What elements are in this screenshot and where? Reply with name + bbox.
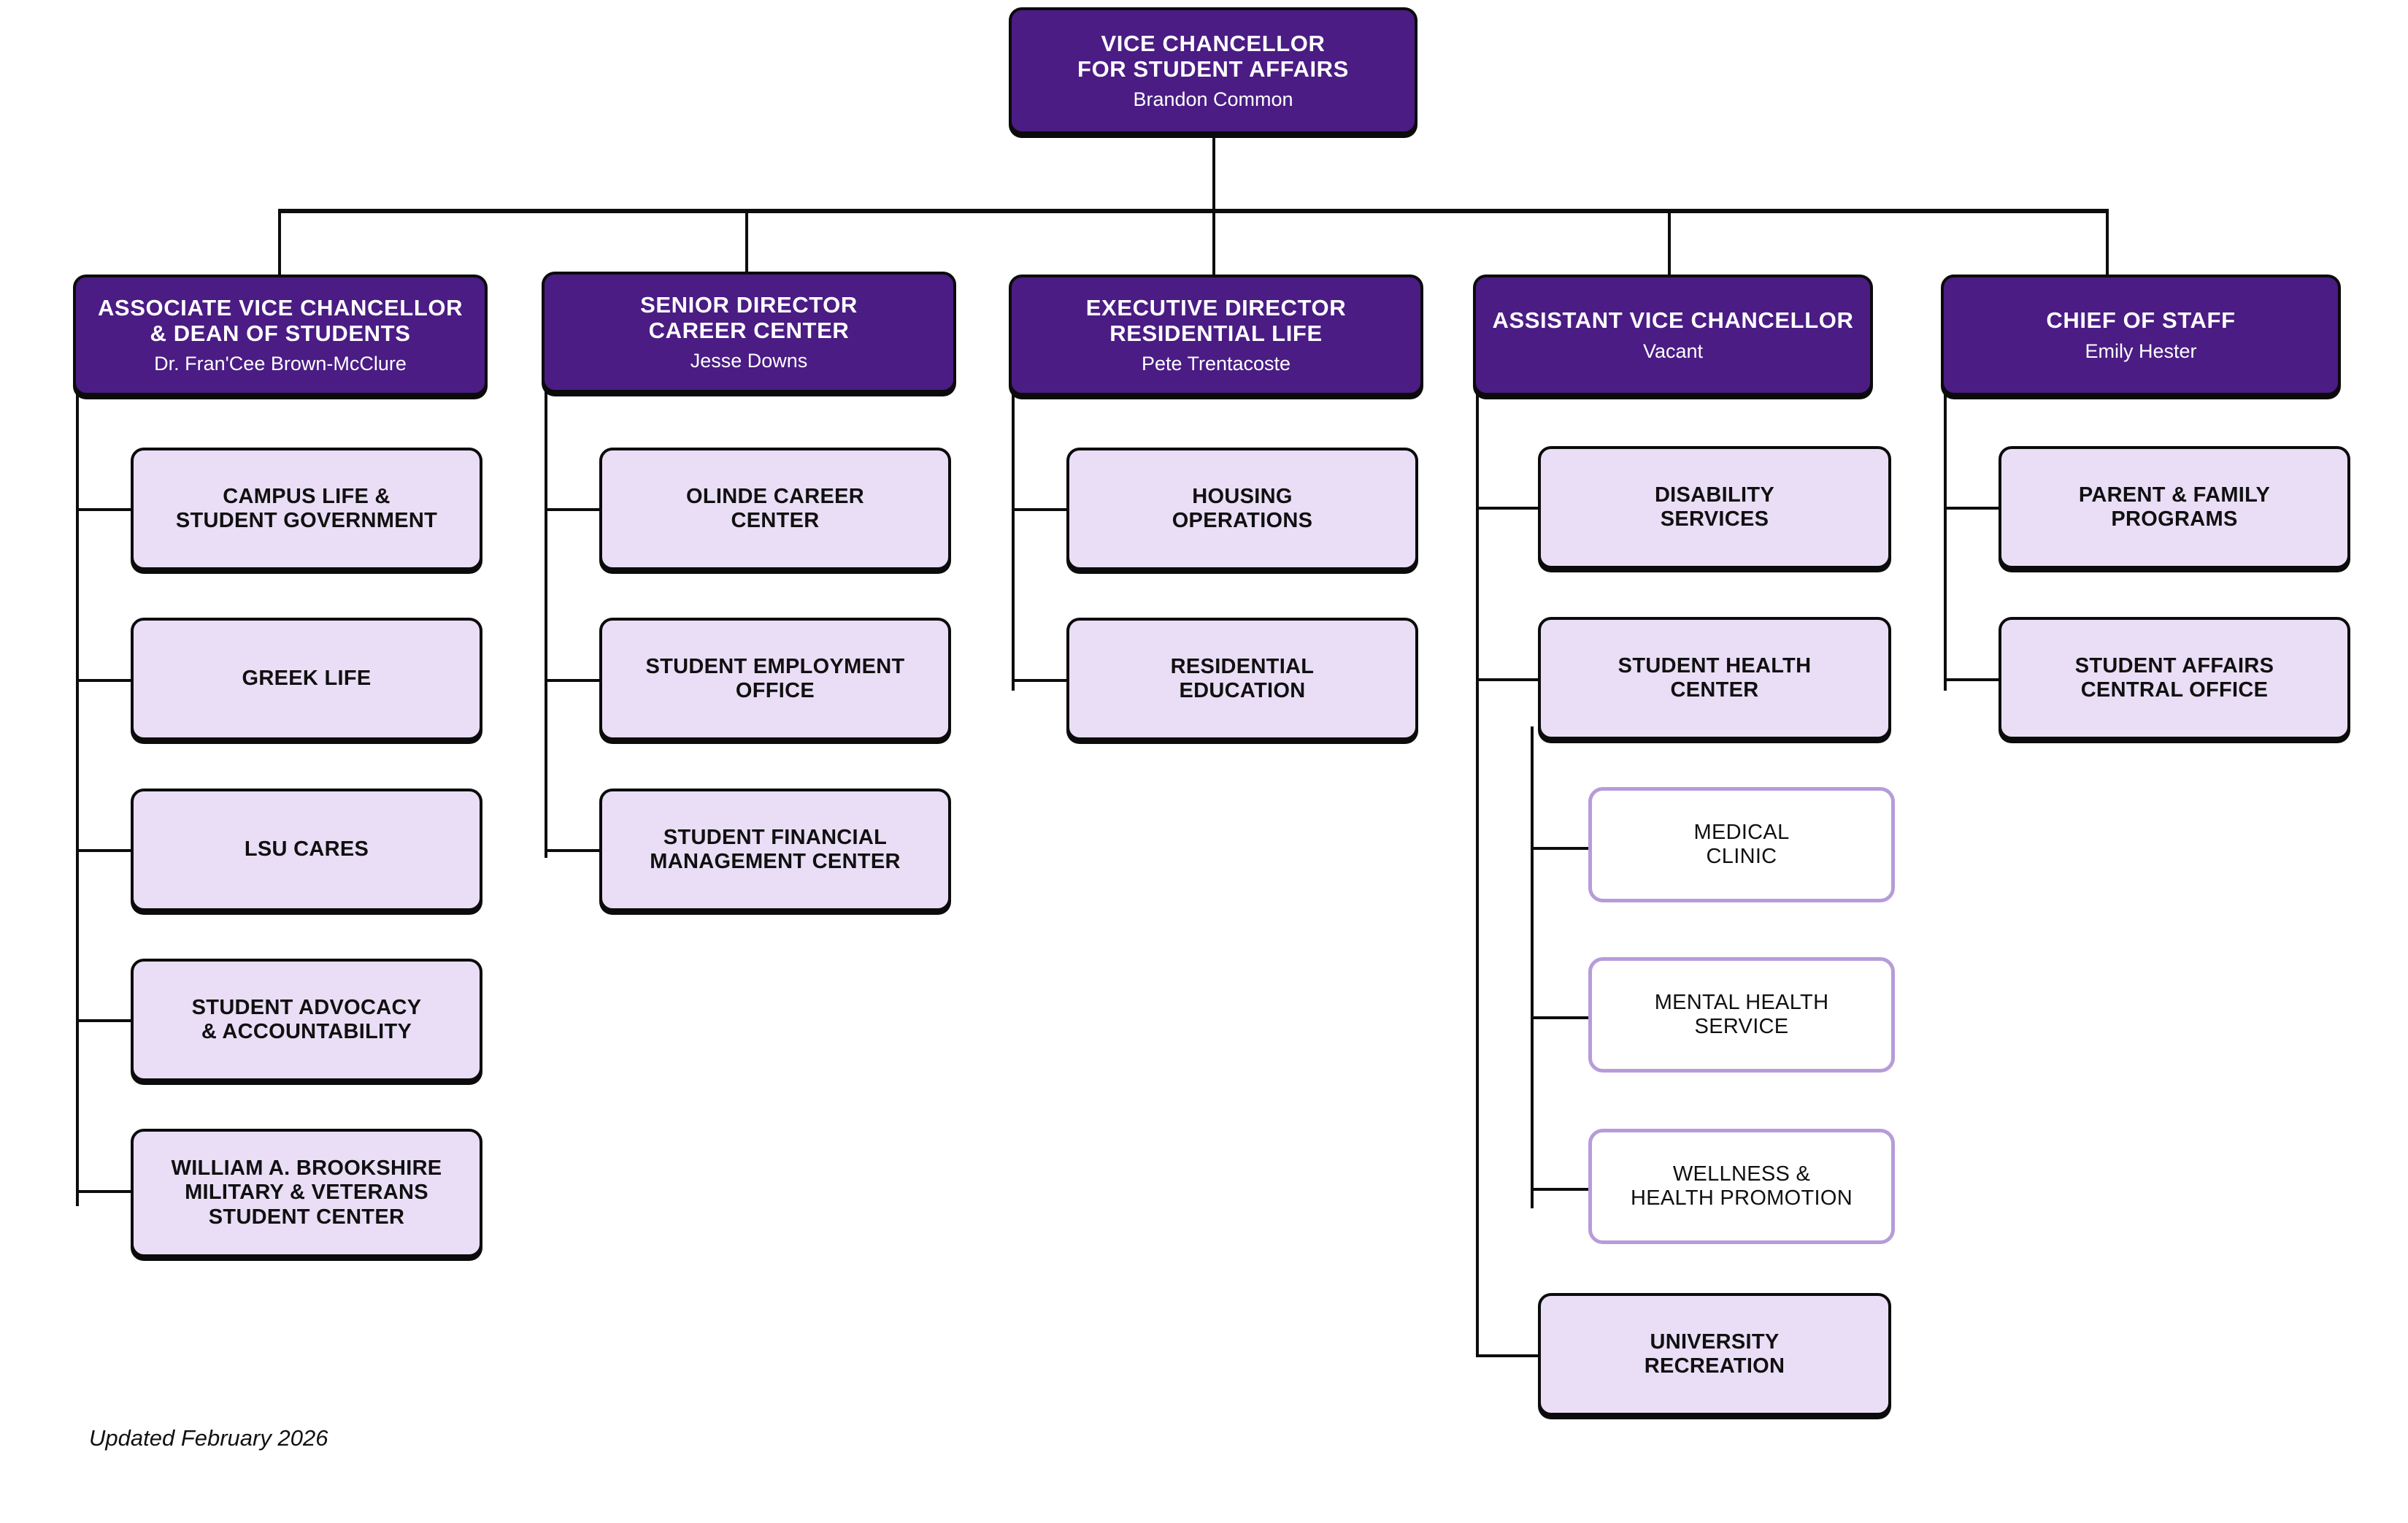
connector-spine-col3 bbox=[1012, 394, 1015, 691]
connector-drop-col3 bbox=[1212, 209, 1215, 276]
connector-drop-col1 bbox=[278, 209, 281, 276]
node-campus-life-student-government[interactable]: CAMPUS LIFE & STUDENT GOVERNMENT bbox=[131, 448, 482, 570]
node-olinde-career-center[interactable]: OLINDE CAREER CENTER bbox=[599, 448, 951, 570]
node-title: EXECUTIVE DIRECTOR RESIDENTIAL LIFE bbox=[1085, 294, 1347, 347]
node-title: WELLNESS & HEALTH PROMOTION bbox=[1631, 1162, 1853, 1210]
node-associate-vice-chancellor-dean-of-students[interactable]: ASSOCIATE VICE CHANCELLOR & DEAN OF STUD… bbox=[73, 275, 488, 396]
node-title: CAMPUS LIFE & STUDENT GOVERNMENT bbox=[175, 484, 438, 532]
connector-root-stem bbox=[1212, 134, 1215, 212]
node-title: DISABILITY SERVICES bbox=[1654, 483, 1775, 531]
node-title: CHIEF OF STAFF bbox=[2046, 307, 2236, 334]
updated-date-label: Updated February 2026 bbox=[89, 1425, 328, 1451]
node-student-financial-management-center[interactable]: STUDENT FINANCIAL MANAGEMENT CENTER bbox=[599, 789, 951, 911]
node-title: WILLIAM A. BROOKSHIRE MILITARY & VETERAN… bbox=[171, 1156, 442, 1229]
connector-stub-col4-1 bbox=[1476, 678, 1540, 681]
connector-stub-col2-1 bbox=[545, 679, 601, 682]
connector-spine-col4 bbox=[1476, 394, 1479, 1357]
node-title: STUDENT EMPLOYMENT OFFICE bbox=[645, 654, 905, 702]
connector-stub-col1-0 bbox=[76, 508, 133, 511]
connector-stub-col1-4 bbox=[76, 1190, 133, 1193]
connector-stub-col3-0 bbox=[1012, 508, 1069, 511]
connector-stub-col2-0 bbox=[545, 508, 601, 511]
connector-stub-col1-3 bbox=[76, 1019, 133, 1022]
node-person: Emily Hester bbox=[2085, 339, 2197, 362]
connector-spine-col2 bbox=[545, 391, 547, 858]
connector-substub-0 bbox=[1531, 847, 1590, 850]
node-student-health-center[interactable]: STUDENT HEALTH CENTER bbox=[1538, 617, 1891, 740]
connector-stub-col3-1 bbox=[1012, 679, 1069, 682]
node-title: STUDENT AFFAIRS CENTRAL OFFICE bbox=[2074, 653, 2274, 702]
node-person: Jesse Downs bbox=[690, 350, 808, 372]
node-title: OLINDE CAREER CENTER bbox=[686, 484, 864, 532]
connector-stub-col4-0 bbox=[1476, 507, 1540, 510]
connector-drop-col2 bbox=[745, 209, 748, 276]
connector-spine-col1 bbox=[76, 394, 79, 1206]
node-person: Brandon Common bbox=[1133, 88, 1293, 111]
node-title: UNIVERSITY RECREATION bbox=[1644, 1330, 1785, 1378]
node-title: GREEK LIFE bbox=[242, 667, 372, 691]
node-assistant-vice-chancellor[interactable]: ASSISTANT VICE CHANCELLOR Vacant bbox=[1473, 275, 1873, 396]
connector-drop-col5 bbox=[2106, 209, 2109, 276]
connector-stub-col1-1 bbox=[76, 679, 133, 682]
node-wellness-health-promotion[interactable]: WELLNESS & HEALTH PROMOTION bbox=[1588, 1129, 1895, 1244]
connector-stub-col4-2 bbox=[1476, 1354, 1540, 1357]
node-title: MENTAL HEALTH SERVICE bbox=[1654, 990, 1829, 1038]
connector-spine-col5 bbox=[1944, 394, 1947, 691]
node-disability-services[interactable]: DISABILITY SERVICES bbox=[1538, 446, 1891, 569]
node-mental-health-service[interactable]: MENTAL HEALTH SERVICE bbox=[1588, 957, 1895, 1073]
node-title: HOUSING OPERATIONS bbox=[1172, 484, 1313, 532]
node-student-employment-office[interactable]: STUDENT EMPLOYMENT OFFICE bbox=[599, 618, 951, 740]
node-title: RESIDENTIAL EDUCATION bbox=[1170, 654, 1315, 702]
node-parent-family-programs[interactable]: PARENT & FAMILY PROGRAMS bbox=[1999, 446, 2350, 569]
node-person: Vacant bbox=[1642, 339, 1704, 362]
node-housing-operations[interactable]: HOUSING OPERATIONS bbox=[1066, 448, 1418, 570]
node-title: ASSISTANT VICE CHANCELLOR bbox=[1492, 307, 1854, 334]
node-senior-director-career-center[interactable]: SENIOR DIRECTOR CAREER CENTER Jesse Down… bbox=[542, 272, 956, 393]
node-title: STUDENT ADVOCACY & ACCOUNTABILITY bbox=[191, 995, 422, 1043]
connector-stub-col5-1 bbox=[1944, 678, 2001, 681]
node-title: PARENT & FAMILY PROGRAMS bbox=[2078, 483, 2271, 531]
connector-stub-col1-2 bbox=[76, 849, 133, 852]
connector-drop-col4 bbox=[1668, 209, 1671, 276]
node-lsu-cares[interactable]: LSU CARES bbox=[131, 789, 482, 911]
node-title: MEDICAL CLINIC bbox=[1693, 820, 1790, 868]
node-chief-of-staff[interactable]: CHIEF OF STAFF Emily Hester bbox=[1941, 275, 2341, 396]
node-person: Dr. Fran'Cee Brown-McClure bbox=[154, 353, 407, 375]
connector-level2-bus bbox=[278, 209, 2109, 213]
connector-subspine-student-health bbox=[1531, 726, 1534, 1208]
node-brookshire-military-veterans-student-center[interactable]: WILLIAM A. BROOKSHIRE MILITARY & VETERAN… bbox=[131, 1129, 482, 1257]
node-title: ASSOCIATE VICE CHANCELLOR & DEAN OF STUD… bbox=[97, 294, 463, 347]
node-title: LSU CARES bbox=[244, 837, 369, 862]
node-student-affairs-central-office[interactable]: STUDENT AFFAIRS CENTRAL OFFICE bbox=[1999, 617, 2350, 740]
node-executive-director-residential-life[interactable]: EXECUTIVE DIRECTOR RESIDENTIAL LIFE Pete… bbox=[1009, 275, 1423, 396]
node-title: STUDENT FINANCIAL MANAGEMENT CENTER bbox=[650, 825, 901, 873]
node-vice-chancellor-student-affairs[interactable]: VICE CHANCELLOR FOR STUDENT AFFAIRS Bran… bbox=[1009, 7, 1418, 134]
connector-stub-col2-2 bbox=[545, 849, 601, 852]
node-medical-clinic[interactable]: MEDICAL CLINIC bbox=[1588, 787, 1895, 902]
node-title: VICE CHANCELLOR FOR STUDENT AFFAIRS bbox=[1077, 30, 1349, 83]
connector-stub-col5-0 bbox=[1944, 507, 2001, 510]
node-title: STUDENT HEALTH CENTER bbox=[1617, 653, 1812, 702]
connector-substub-1 bbox=[1531, 1016, 1590, 1019]
node-student-advocacy-accountability[interactable]: STUDENT ADVOCACY & ACCOUNTABILITY bbox=[131, 959, 482, 1081]
node-person: Pete Trentacoste bbox=[1141, 353, 1291, 375]
node-residential-education[interactable]: RESIDENTIAL EDUCATION bbox=[1066, 618, 1418, 740]
node-greek-life[interactable]: GREEK LIFE bbox=[131, 618, 482, 740]
node-university-recreation[interactable]: UNIVERSITY RECREATION bbox=[1538, 1293, 1891, 1416]
node-title: SENIOR DIRECTOR CAREER CENTER bbox=[640, 291, 858, 344]
connector-substub-2 bbox=[1531, 1188, 1590, 1191]
